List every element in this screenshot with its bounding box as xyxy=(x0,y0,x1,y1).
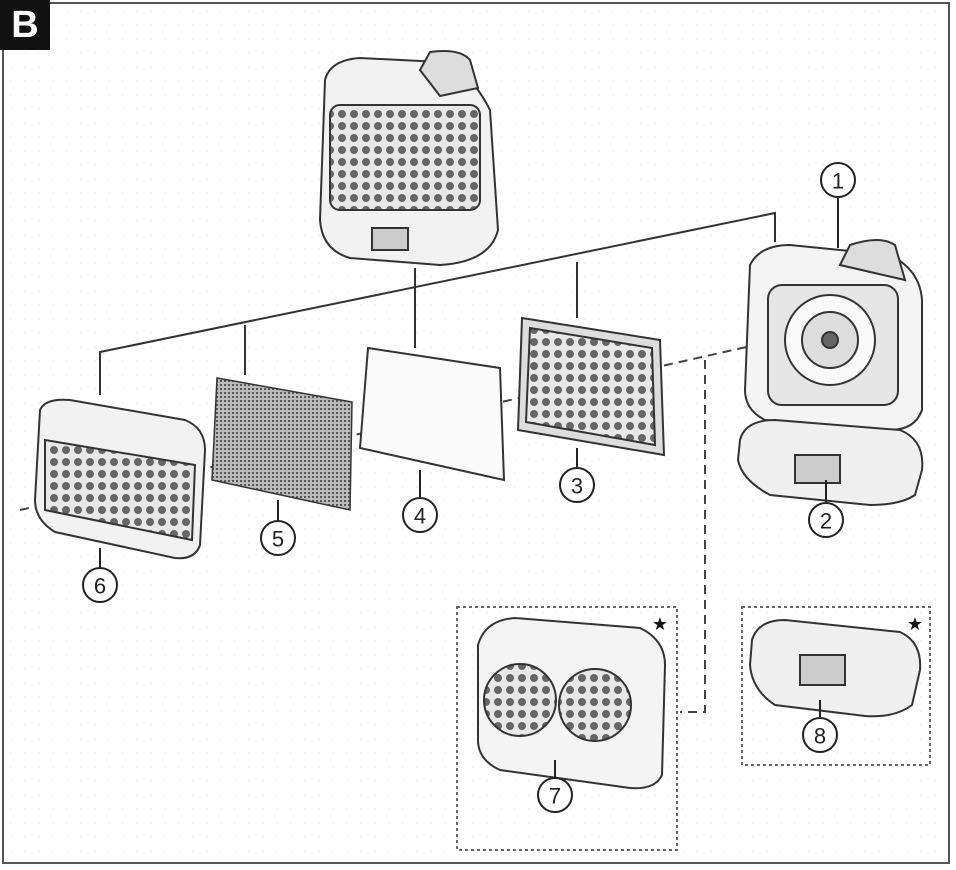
part-4-prefilter-sheet xyxy=(358,346,506,482)
part-1-blower-housing xyxy=(743,239,923,432)
option-7-box: ★ xyxy=(456,606,678,851)
part-2-battery xyxy=(736,418,924,507)
part-7-dual-filter-housing xyxy=(477,616,667,790)
callout-5: 5 xyxy=(272,527,284,552)
callout-4: 4 xyxy=(414,504,426,529)
callout-1: 1 xyxy=(832,169,844,194)
assembly-axis xyxy=(19,334,801,713)
part-6-filter-cover xyxy=(33,398,207,560)
optional-star-icon: ★ xyxy=(907,614,923,634)
callout-6: 6 xyxy=(94,574,106,599)
callout-8: 8 xyxy=(814,724,826,749)
optional-star-icon: ★ xyxy=(652,614,668,634)
callout-3: 3 xyxy=(571,474,583,499)
option-8-box: ★ xyxy=(741,606,931,766)
leader-lines xyxy=(99,211,776,395)
assembled-unit xyxy=(318,50,500,267)
callout-2: 2 xyxy=(820,509,832,534)
panel-label: B xyxy=(0,0,50,50)
part-8-high-capacity-battery xyxy=(748,618,922,718)
part-5-spark-arrestor-mesh xyxy=(211,377,353,511)
part-3-particle-filter xyxy=(516,316,666,457)
callout-7: 7 xyxy=(549,784,561,809)
